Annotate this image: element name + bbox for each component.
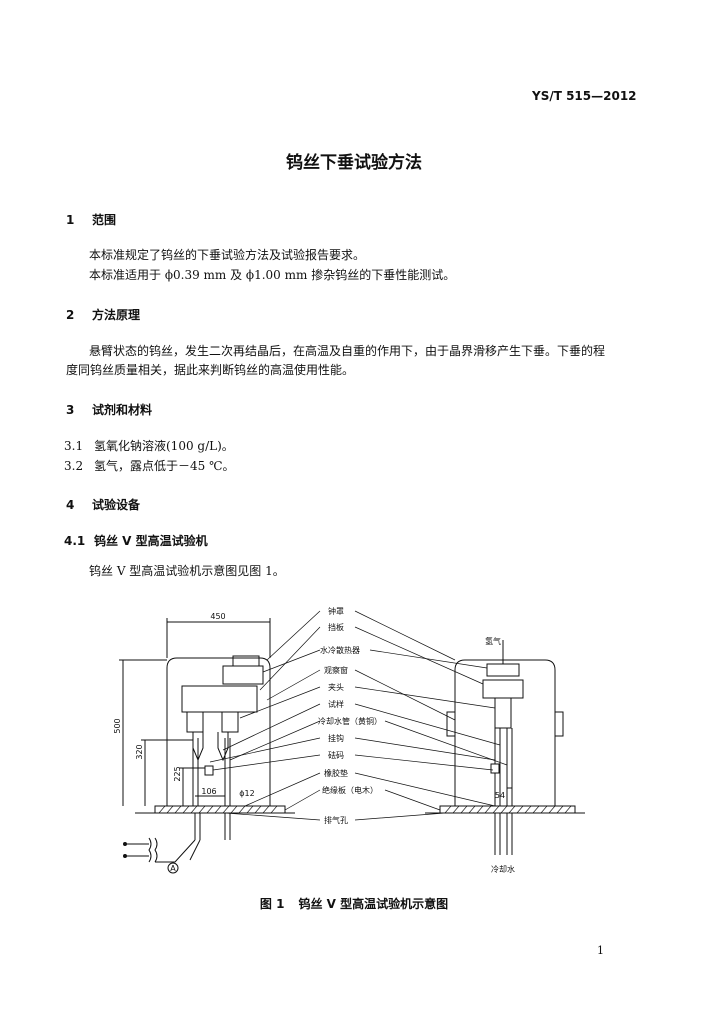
label-weight: 砝码: [328, 750, 344, 760]
subsection-title: 钨丝 V 型高温试验机: [94, 534, 208, 548]
baffle-right: [482, 679, 524, 699]
item-text: 氢氧化钠溶液(100 g/L)。: [94, 439, 234, 453]
label-radiator: 水冷散热器: [320, 645, 360, 655]
standard-number: YS/T 515—2012: [532, 89, 637, 103]
reagent-item-2: 3.2 氢气，露点低于－45 ℃。: [64, 458, 235, 475]
section-number: 1: [66, 213, 75, 227]
window-right-2: [554, 711, 564, 737]
label-clamp: 夹头: [328, 682, 344, 692]
principle-line-2: 度同钨丝质量相关，据此来判断钨丝的高温使用性能。: [66, 363, 355, 377]
radiator-right: [486, 663, 520, 677]
label-rubber-pad: 橡胶垫: [324, 768, 348, 778]
reagent-item-1: 3.1 氢氧化钠溶液(100 g/L)。: [64, 438, 234, 455]
item-text: 氢气，露点低于－45 ℃。: [94, 459, 235, 473]
weight-left: [204, 765, 214, 776]
caption-text: 钨丝 V 型高温试验机示意图: [298, 897, 449, 911]
label-cooling-water: 冷却水: [491, 864, 515, 874]
scope-paragraph-1: 本标准规定了钨丝的下垂试验方法及试验报告要求。: [89, 248, 366, 262]
clamp-left-2: [221, 711, 239, 733]
subsection-number: 4.1: [64, 534, 86, 548]
section-heading-equipment: 4 试验设备: [66, 496, 140, 513]
figure-1-diagram: 钟罩 挡板 水冷散热器 观察窗 夹头 试样 冷却水管（黄铜） 挂钩 砝码 橡胶垫…: [95, 600, 595, 886]
ammeter: [167, 862, 179, 874]
baffle-left: [181, 685, 258, 713]
label-window: 观察窗: [324, 665, 348, 675]
section-number: 2: [66, 308, 75, 322]
item-number: 3.1: [64, 439, 84, 453]
label-bell-jar: 钟罩: [328, 606, 344, 616]
clamp-right: [494, 697, 512, 729]
scope-paragraph-2: 本标准适用于 ϕ0.39 mm 及 ϕ1.00 mm 掺杂钨丝的下垂性能测试。: [89, 268, 456, 282]
label-baffle: 挡板: [328, 622, 344, 632]
page-number: 1: [597, 944, 604, 957]
section-heading-reagents: 3 试剂和材料: [66, 401, 152, 418]
apparatus-diagram: 钟罩 挡板 水冷散热器 观察窗 夹头 试样 冷却水管（黄铜） 挂钩 砝码 橡胶垫…: [113, 606, 585, 874]
left-apparatus: [119, 618, 295, 874]
dim-450: 450: [210, 612, 225, 621]
dim-320: 320: [135, 744, 144, 759]
dim-225: 225: [173, 766, 182, 781]
label-exhaust-hole: 排气孔: [324, 815, 348, 825]
dim-500: 500: [113, 718, 122, 733]
label-insulating-plate: 绝缘板（电木）: [322, 785, 378, 795]
subsection-heading: 4.1 钨丝 V 型高温试验机: [64, 532, 208, 549]
figure-caption: 图 1 钨丝 V 型高温试验机示意图: [0, 895, 708, 912]
clamp-left-1: [186, 711, 204, 733]
item-number: 3.2: [64, 459, 84, 473]
section-title: 试验设备: [92, 498, 141, 512]
bell-jar-left: [166, 657, 271, 806]
section-number: 3: [66, 403, 75, 417]
section-heading-scope: 1 范围: [66, 211, 116, 228]
section-title: 范围: [92, 213, 117, 227]
dim-106: 106: [201, 787, 216, 796]
leader-lines: [209, 610, 508, 821]
dim-54: 54: [495, 791, 505, 800]
section-heading-principle: 2 方法原理: [66, 306, 140, 323]
radiator-left: [222, 665, 264, 685]
equipment-description: 钨丝 V 型高温试验机示意图见图 1。: [89, 564, 285, 578]
weight-right: [490, 763, 500, 774]
section-title: 试剂和材料: [92, 403, 153, 417]
section-title: 方法原理: [92, 308, 141, 322]
insulating-plate-right: [439, 805, 576, 814]
label-cooling-pipe: 冷却水管（黄铜）: [318, 716, 382, 726]
ammeter-symbol: A: [170, 864, 176, 873]
label-hydrogen: 氢气: [485, 636, 501, 646]
principle-line-1: 悬臂状态的钨丝，发生二次再结晶后，在高温及自重的作用下，由于晶界滑移产生下垂。下…: [89, 344, 606, 358]
section-number: 4: [66, 498, 75, 512]
right-apparatus: [425, 640, 585, 855]
caption-number: 图 1: [259, 897, 285, 911]
bell-jar-right: [454, 659, 556, 806]
label-hook: 挂钩: [328, 733, 344, 743]
window-right-1: [446, 711, 456, 737]
page-title: 钨丝下垂试验方法: [286, 153, 422, 173]
dim-phi12: ϕ12: [239, 789, 254, 798]
label-specimen: 试样: [328, 699, 344, 709]
